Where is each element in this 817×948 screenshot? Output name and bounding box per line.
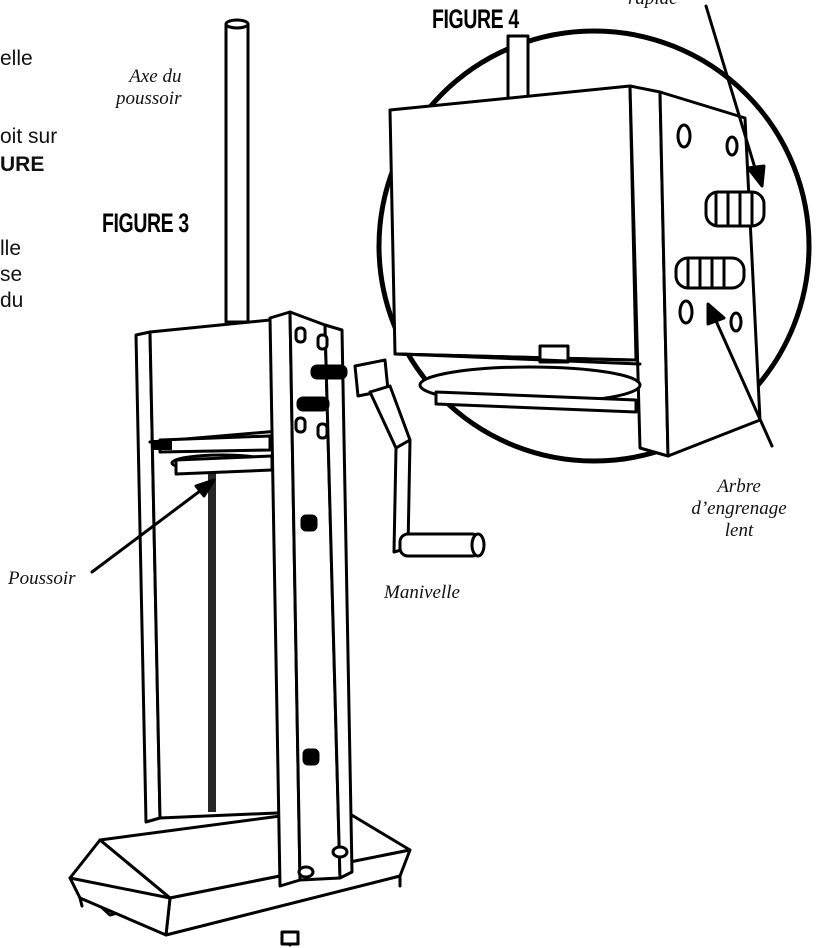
text-fragment-5: se	[0, 263, 23, 286]
label-manivelle: Manivelle	[384, 582, 460, 603]
text-fragment-6: du	[0, 289, 24, 312]
label-arbre-line-1: Arbre	[717, 476, 761, 497]
text-fragment-2: oit sur	[0, 125, 58, 148]
pusher-shaft	[224, 18, 250, 324]
text-fragment-3: URE	[0, 153, 45, 176]
cylinder-area	[148, 428, 292, 476]
poussoir-arrow	[90, 478, 216, 574]
label-axe-line-2: poussoir	[116, 88, 182, 109]
arbre-arrow	[706, 302, 774, 448]
figure-3-title: FIGURE 3	[102, 208, 189, 238]
label-rapide-partial: rapide	[628, 0, 678, 10]
right-upright	[268, 310, 354, 888]
rapide-arrow	[704, 4, 766, 188]
label-arbre-engrenage-lent: Arbre d’engrenage lent	[664, 476, 814, 542]
text-fragment-1: elle	[0, 47, 33, 70]
text-fragment-4: lle	[0, 237, 22, 260]
label-arbre-line-2: d’engrenage	[691, 498, 787, 519]
label-axe-du-poussoir: Axe du poussoir	[116, 66, 181, 110]
label-axe-line-1: Axe du	[129, 66, 182, 87]
label-arbre-line-3: lent	[724, 520, 754, 541]
figure-4-title: FIGURE 4	[432, 4, 519, 34]
crank-handle	[353, 358, 486, 558]
magnifier-circle	[376, 28, 812, 464]
label-poussoir: Poussoir	[8, 568, 76, 589]
base-plate	[68, 806, 412, 947]
gear-shafts	[296, 364, 348, 412]
